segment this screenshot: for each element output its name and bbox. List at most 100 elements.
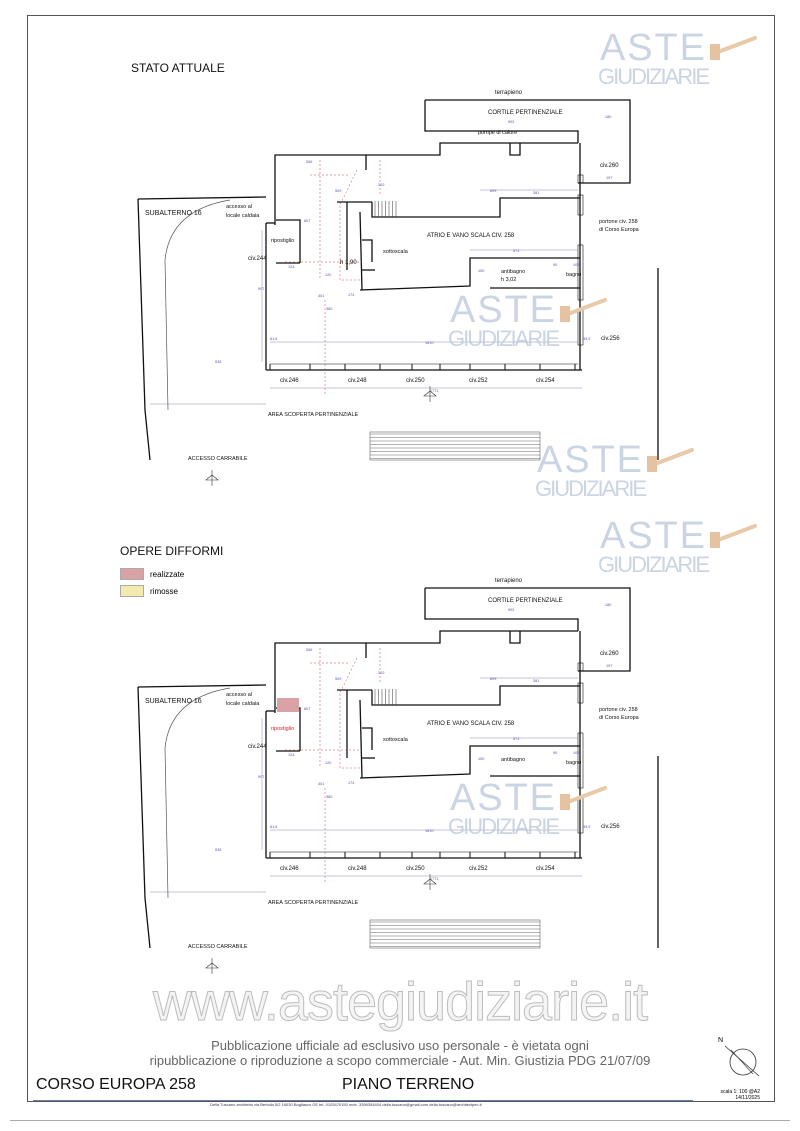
dimension-509: 509 (335, 677, 341, 681)
label-civ248: civ.248 (348, 378, 367, 384)
dimension-401: 401 (318, 294, 324, 298)
north-arrow: N (718, 1037, 760, 1077)
wall (276, 219, 301, 263)
label-carrabile: ACCESSO CARRABILE (188, 944, 248, 950)
label-pompe: pompe di calore (478, 130, 517, 136)
dimension-509: 509 (335, 189, 341, 193)
dimension-816: 81,6 (270, 825, 277, 829)
label-accesso1: accesso al (226, 204, 252, 210)
wall (359, 257, 580, 291)
entrance-arrow-icon (205, 958, 219, 974)
dimension-1771: 1771 (430, 389, 438, 393)
label-civ250: civ.250 (406, 866, 425, 872)
boundary-curve (164, 199, 231, 411)
dimension-1610: 1610 (425, 341, 433, 345)
dimension-120: 120 (325, 761, 331, 765)
label-accesso1: accesso al (226, 692, 252, 698)
wall (137, 686, 151, 949)
label-portone2: di Corso Europa (599, 227, 640, 233)
gavel-head-icon (560, 794, 570, 810)
drawing-frame (27, 15, 775, 1102)
label-sub16: SUBALTERNO 16 (145, 698, 202, 705)
dimension-339: 33,9 (583, 337, 590, 341)
section-title-opere-difformi: OPERE DIFFORMI (120, 544, 224, 558)
wall (371, 685, 580, 706)
scale-label: scala 1: 100 @A2 (720, 1089, 760, 1095)
wall (274, 630, 578, 713)
watermark-aste: ASTE (600, 27, 705, 69)
carriage-entrance (369, 919, 541, 949)
label-civ260: civ.260 (600, 163, 619, 169)
window (577, 244, 584, 301)
dimension-556: 556 (306, 160, 312, 164)
label-civ250: civ.250 (406, 378, 425, 384)
entrance-arrow-icon (423, 386, 437, 402)
entrance-arrow-icon (423, 874, 437, 890)
watermark-giudiziarie: GIUDIZIARIE (598, 64, 710, 89)
wall (424, 588, 579, 631)
dimension-571: 571 (513, 737, 519, 741)
dimension-907: 907 (258, 287, 264, 291)
wall (137, 684, 267, 688)
dimension-90: 90 (553, 751, 557, 755)
legend-swatch-realizzate (120, 568, 144, 580)
compass-icon (724, 1045, 760, 1077)
legend-label: rimosse (150, 586, 179, 596)
dimension-535: 535 (215, 360, 221, 364)
label-portone2: di Corso Europa (599, 715, 640, 721)
page-edge (10, 1120, 790, 1121)
boundary-curve (164, 687, 231, 899)
gavel-head-icon (647, 456, 657, 472)
label-terrapieno: terrapieno (495, 90, 523, 96)
window (577, 662, 584, 672)
dashed-line (339, 169, 362, 281)
watermark-aste: ASTE (450, 777, 555, 819)
dimension-556: 556 (306, 648, 312, 652)
dashed-line (339, 657, 362, 769)
dimension-180: 180 (605, 115, 611, 119)
dimension-90: 90 (553, 263, 557, 267)
wall (137, 198, 151, 461)
window (577, 682, 584, 704)
label-civ244: civ.244 (248, 256, 267, 262)
gavel-icon (566, 298, 607, 316)
website-watermark: www.astegiudiziarie.it (152, 972, 648, 1033)
dimension-381: 381 (533, 679, 539, 683)
label-civ248: civ.248 (348, 866, 367, 872)
wall (359, 745, 580, 779)
wall (274, 142, 578, 225)
dimension-197: 197 (606, 176, 612, 180)
dimension-907: 907 (258, 775, 264, 779)
dimension-535: 535 (215, 848, 221, 852)
dimension-220: 220 (378, 671, 384, 675)
label-civ244: civ.244 (248, 744, 267, 750)
dimension-381: 381 (533, 191, 539, 195)
dimension-571: 571 (513, 249, 519, 253)
label-antibagno: antibagno (501, 757, 525, 763)
dimension-339: 33,9 (583, 825, 590, 829)
north-label: N (718, 1037, 724, 1044)
scale-block: scala 1: 100 @A2 14/11/2025 (700, 1089, 760, 1101)
dimension-667: 667 (304, 707, 310, 711)
label-accesso2: locale caldaia (226, 213, 260, 219)
label-ripostiglio: ripostiglio (271, 238, 294, 244)
window (577, 194, 584, 216)
watermark-aste: ASTE (450, 289, 555, 331)
label-h302: h 3,02 (501, 277, 516, 283)
notice-line-1: Pubblicazione ufficiale ad esclusivo uso… (211, 1038, 589, 1053)
dimension-120: 120 (325, 273, 331, 277)
floor-title: PIANO TERRENO (342, 1076, 475, 1093)
gavel-head-icon (560, 306, 570, 322)
gavel-icon (566, 786, 607, 804)
entrance-arrow-icon (205, 470, 219, 486)
watermark-giudiziarie: GIUDIZIARIE (448, 326, 560, 351)
label-ripostiglio: ripostiglio (271, 726, 294, 732)
watermark-giudiziarie: GIUDIZIARIE (598, 552, 710, 577)
floor-plan-stato-attuale: ASTEGIUDIZIARIEASTEGIUDIZIARIEASTEGIUDIZ… (137, 27, 757, 501)
dimension-1771: 1771 (430, 877, 438, 881)
